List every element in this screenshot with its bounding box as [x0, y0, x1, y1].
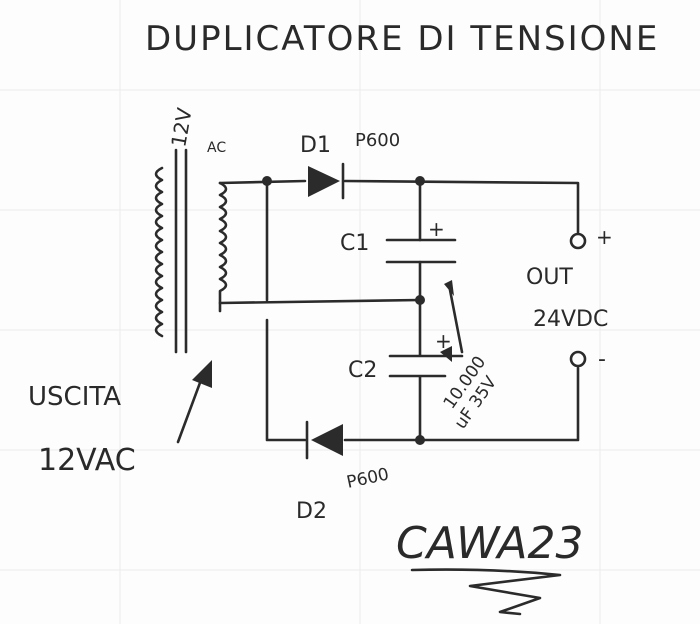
output-label: OUT	[526, 265, 573, 290]
output-plus: +	[596, 225, 613, 249]
output-minus: -	[598, 347, 606, 372]
c2-label: C2	[348, 358, 377, 383]
diode-d1: D1 P600	[300, 130, 400, 200]
d1-label: D1	[300, 133, 331, 158]
capacitor-callout: 10.000 uF 35V	[440, 280, 501, 433]
d2-part: P600	[345, 464, 391, 492]
transformer-rating: 12V	[166, 106, 196, 149]
input-voltage: 12VAC	[38, 443, 136, 478]
capacitor-c1: C1 +	[340, 217, 457, 264]
wires	[218, 179, 580, 442]
primary-winding	[154, 166, 164, 338]
d2-label: D2	[296, 499, 327, 524]
c1-label: C1	[340, 231, 369, 256]
junction-dots	[262, 176, 425, 445]
secondary-winding	[218, 181, 228, 313]
c2-plus: +	[435, 329, 452, 353]
output-terminals: + - OUT 24VDC	[526, 225, 613, 372]
input-annotation: USCITA 12VAC	[28, 360, 212, 478]
input-label: USCITA	[28, 382, 121, 412]
d1-part: P600	[355, 130, 400, 151]
diagram-title: DUPLICATORE DI TENSIONE	[145, 19, 659, 59]
signature-text: CAWA23	[396, 518, 583, 569]
transformer-ac: AC	[207, 140, 226, 156]
signature: CAWA23	[396, 518, 583, 616]
output-voltage: 24VDC	[533, 307, 608, 332]
transformer: 12V AC	[154, 106, 228, 354]
diode-d2: D2 P600	[296, 420, 391, 524]
c1-plus: +	[428, 217, 445, 241]
